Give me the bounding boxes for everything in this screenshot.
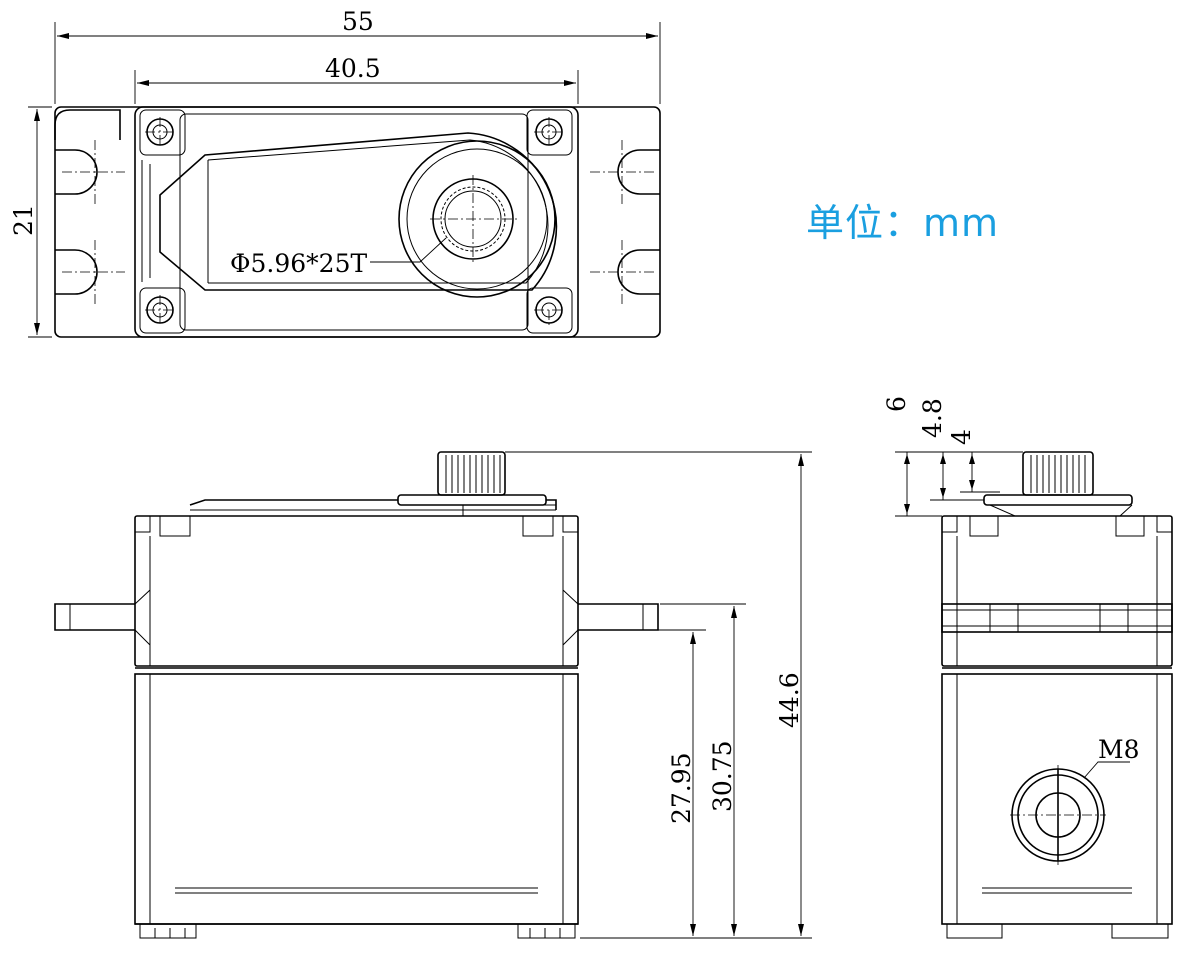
- dim-height: 21: [9, 204, 38, 236]
- dim-mount-height: 27.95: [667, 752, 696, 824]
- m8-connector: M8: [1010, 735, 1140, 865]
- dim-overall-width: 55: [342, 7, 374, 36]
- left-slot-upper: [55, 149, 98, 195]
- dim-total-height: 44.6: [775, 672, 804, 728]
- front-view: 27.95 30.75 44.6: [54, 451, 812, 939]
- spline-callout: Φ5.96*25T: [230, 249, 367, 278]
- side-spline: [1022, 451, 1094, 496]
- side-lower-case: [941, 673, 1173, 925]
- top-body-outline: [134, 106, 579, 338]
- dim-spline-c: 4: [947, 429, 976, 445]
- side-top-case: [941, 515, 1173, 667]
- top-view: Φ5.96*25T 55 40.5 21: [9, 7, 661, 338]
- dim-spline-b: 4.8: [918, 398, 947, 438]
- dim-body-width: 40.5: [325, 54, 381, 83]
- side-view: M8 6 4.8 4: [882, 396, 1173, 939]
- dim-tab-height: 30.75: [708, 740, 737, 812]
- dim-spline-a: 6: [882, 396, 911, 412]
- front-right-tab: [578, 603, 659, 631]
- corner-screws: [139, 109, 573, 334]
- left-slot-lower: [55, 249, 98, 295]
- front-spline: [437, 451, 506, 496]
- unit-label: 单位：mm: [806, 201, 1000, 245]
- front-top-case: [134, 515, 579, 667]
- front-left-tab: [54, 603, 135, 631]
- front-lower-case: [134, 673, 579, 925]
- thread-callout: M8: [1098, 735, 1140, 764]
